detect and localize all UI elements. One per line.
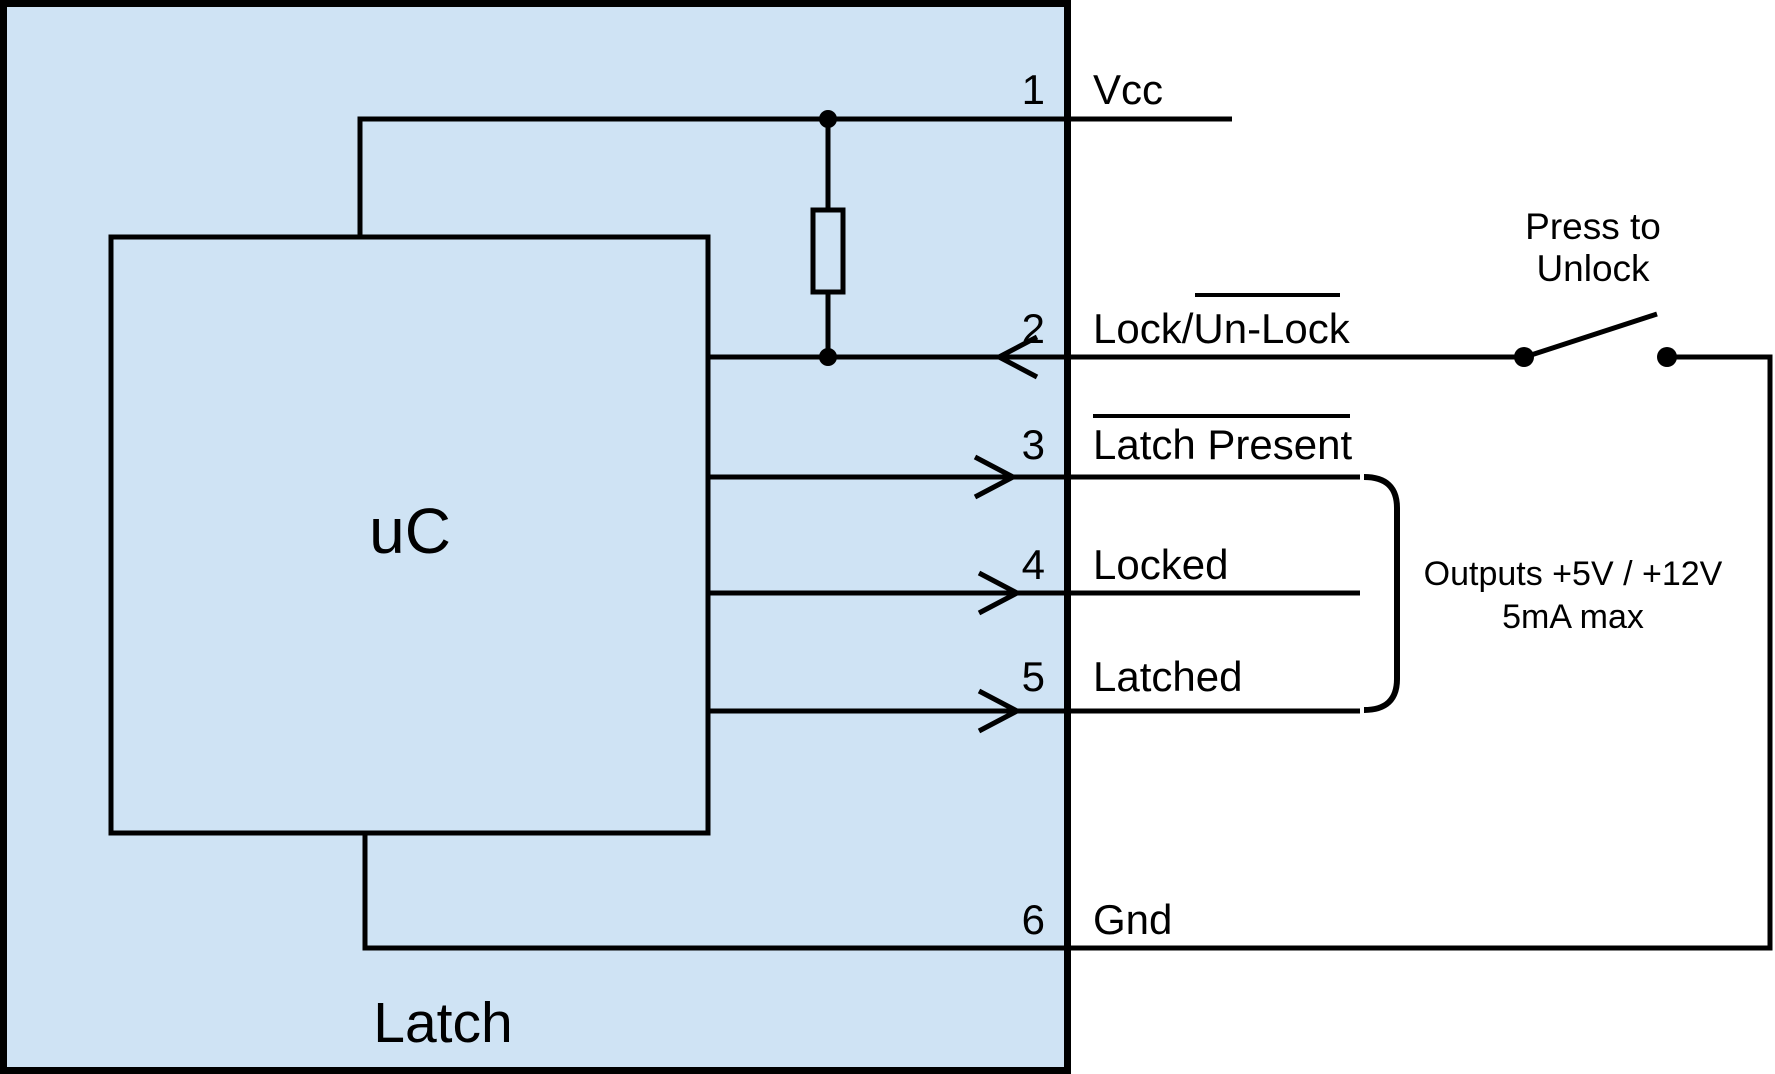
outputs-note-line2: 5mA max <box>1502 598 1644 636</box>
pullup-resistor <box>810 207 846 295</box>
outputs-group-bracket <box>1363 474 1400 713</box>
chip-label: uC <box>369 495 451 567</box>
switch-label-line2: Unlock <box>1536 248 1650 289</box>
pin-6-label: Gnd <box>1093 896 1172 943</box>
junction-dot-vcc <box>819 110 837 128</box>
pin-1-number: 1 <box>1022 66 1045 113</box>
microcontroller-box <box>108 234 711 836</box>
latch-module-title: Latch <box>373 991 512 1055</box>
pin3-output-arrow <box>973 454 1019 500</box>
pin-5-label: Latched <box>1093 653 1242 700</box>
pin-1-label: Vcc <box>1093 66 1163 113</box>
pin4-output-arrow <box>977 570 1023 616</box>
pin-5-number: 5 <box>1022 653 1045 700</box>
vcc-wire <box>357 116 1232 237</box>
pin5-output-arrow <box>977 688 1023 734</box>
pin-3-label: Latch Present <box>1093 421 1352 468</box>
pin-2-number: 2 <box>1022 305 1045 352</box>
switch-label-line1: Press to <box>1525 206 1661 247</box>
pin-2-label: Lock/Un-Lock <box>1093 305 1351 352</box>
pin-4-number: 4 <box>1022 541 1045 588</box>
switch-contact-right <box>1657 347 1677 367</box>
switch-lever <box>1527 311 1658 359</box>
gnd-return-wire <box>362 354 1773 951</box>
pin-6-number: 6 <box>1022 896 1045 943</box>
pin-4-label: Locked <box>1093 541 1228 588</box>
outputs-note-line1: Outputs +5V / +12V <box>1424 555 1723 593</box>
switch-contact-left <box>1514 347 1534 367</box>
pin-3-number: 3 <box>1022 421 1045 468</box>
pin2-input-arrow <box>993 334 1039 380</box>
